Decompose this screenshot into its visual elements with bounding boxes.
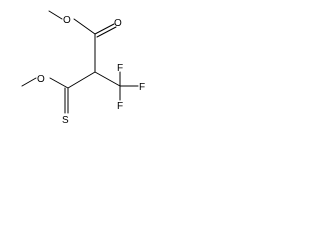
atom-label-thioester-ether-o: O [37,74,45,85]
molecule-svg: O O O S F F F [21,10,145,126]
bond-oxygen-methyl-lower [21,77,37,87]
atom-label-ester-carbonyl-o: O [114,18,122,29]
bond-thiocarbonyl-oxygen [49,77,69,89]
bond-methyl-ester-oxygen [48,10,63,20]
bond-central-cf3 [94,71,121,87]
atom-label-fluorine-top: F [117,63,123,74]
bond-central-thiocarbonyl [67,71,96,89]
structure-diagram: O O O S F F F [0,0,174,137]
bond-carbonyl-double-o-1 [94,23,115,35]
atom-label-ester-ether-o: O [63,15,71,26]
bond-ester-oxygen-carbonyl [73,18,96,35]
atom-label-fluorine-bottom: F [117,101,123,112]
bond-carbonyl-double-o-2 [96,26,117,38]
atom-label-thione-s: S [62,115,69,126]
atom-label-fluorine-right: F [139,82,145,93]
